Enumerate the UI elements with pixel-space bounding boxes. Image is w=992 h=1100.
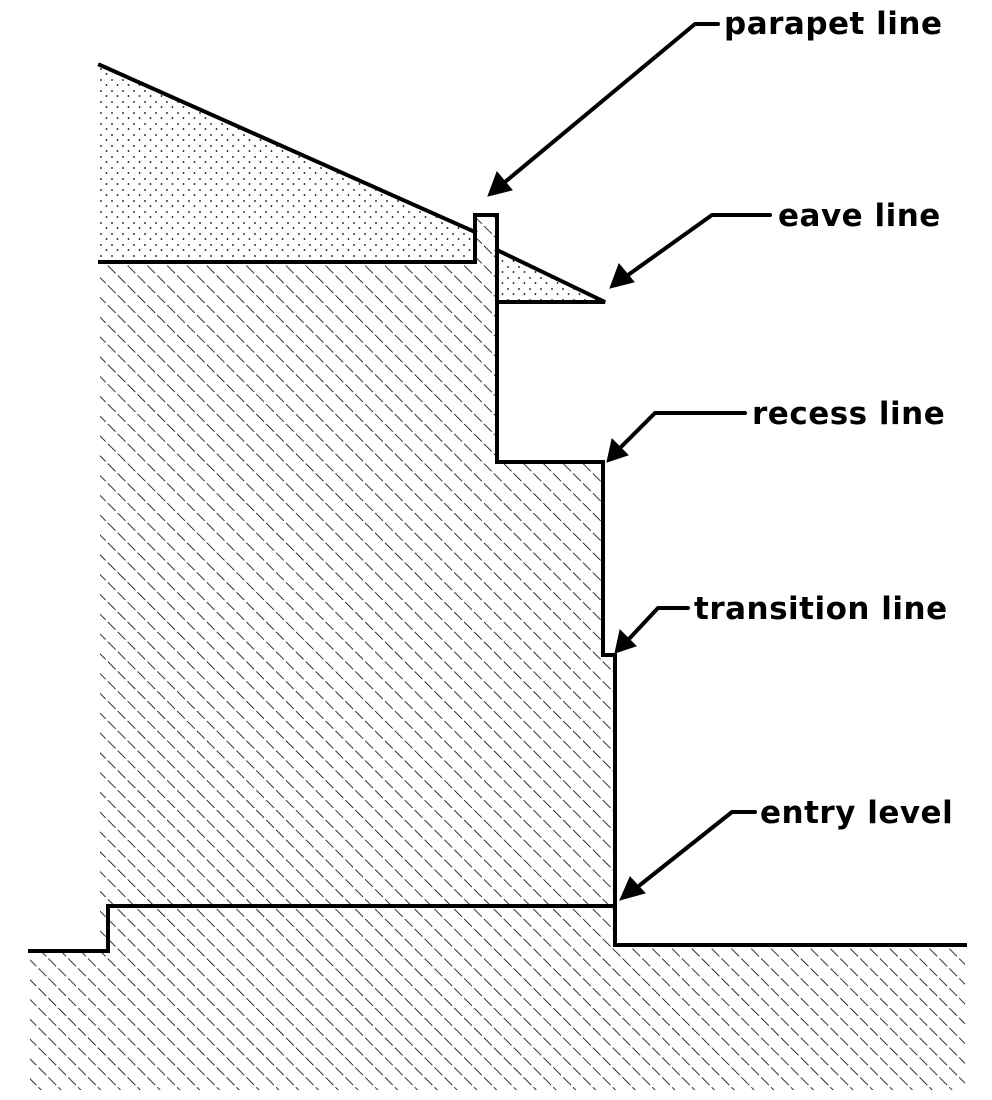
- parapet-leader: [487, 22, 720, 197]
- parapet-line-label: parapet line: [724, 6, 943, 42]
- facade-outline: [495, 460, 967, 947]
- roof-slope-line: [97, 62, 478, 235]
- parapet-outline: [473, 213, 499, 464]
- recess-line-label: recess line: [752, 396, 945, 432]
- recess-leader: [606, 411, 747, 463]
- roof-stipple-region: [100, 65, 475, 262]
- eave-leader: [609, 213, 772, 289]
- entry-level-label: entry level: [760, 795, 953, 831]
- ground-hatch: [30, 906, 965, 1090]
- eave-line-label: eave line: [778, 198, 941, 234]
- transition-leader: [614, 606, 690, 654]
- eave-outline: [494, 247, 606, 304]
- entry-platform-outline: [28, 904, 617, 953]
- transition-line-label: transition line: [694, 591, 948, 627]
- building-mass-hatch: [100, 215, 615, 946]
- entry-leader: [619, 810, 757, 901]
